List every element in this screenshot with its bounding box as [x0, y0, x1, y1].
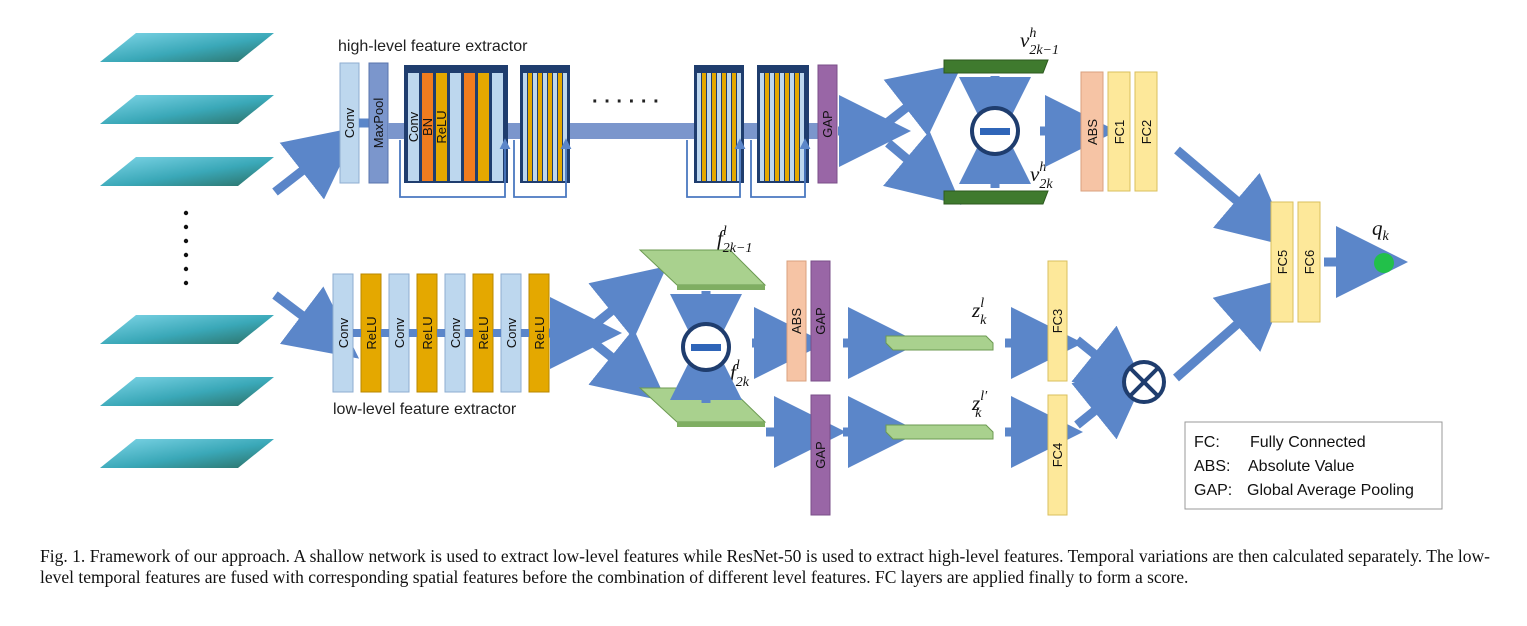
skip-connections — [399, 138, 811, 198]
residual-block — [694, 65, 744, 183]
rb-relu-label: ReLU — [434, 110, 449, 143]
low-conv-3-label: Conv — [448, 317, 463, 348]
arrow — [1173, 277, 1291, 382]
output-score-dot — [1374, 253, 1394, 273]
low-relu-2-label: ReLU — [420, 316, 435, 349]
gap-high-label: GAP — [820, 110, 835, 137]
feature-map-f2k-1-edge — [677, 285, 765, 290]
legend-value-abs: Absolute Value — [1248, 458, 1355, 475]
arrow — [1071, 325, 1151, 399]
arrow — [272, 126, 359, 200]
residual-block — [757, 65, 809, 183]
z-l-prime-label: zl′k — [971, 389, 988, 421]
fc4-label: FC4 — [1050, 443, 1065, 468]
fc2-label: FC2 — [1139, 120, 1154, 145]
high-level-title: high-level feature extractor — [338, 38, 528, 55]
low-conv-2-label: Conv — [392, 317, 407, 348]
horizontal-ellipsis: · · · · · · — [592, 91, 660, 113]
legend-value-gap: Global Average Pooling — [1247, 482, 1414, 499]
video-frame — [100, 33, 274, 62]
feature-vector-v2k — [943, 190, 1049, 205]
gap-low-spatial-label: GAP — [813, 441, 828, 468]
feature-vector-zl-prime — [885, 424, 994, 440]
feature-vector-v2k-1 — [943, 59, 1049, 74]
arrow — [1071, 366, 1151, 440]
fc5-label: FC5 — [1275, 250, 1290, 275]
rb-conv-label: Conv — [406, 111, 421, 142]
rb-bn-label: BN — [420, 118, 435, 136]
arrow — [588, 266, 668, 340]
arrow — [588, 328, 668, 402]
video-frame — [100, 439, 274, 468]
low-level-title: low-level feature extractor — [333, 401, 517, 418]
legend-key-abs: ABS: — [1194, 458, 1230, 475]
figure-caption: Fig. 1. Framework of our approach. A sha… — [40, 546, 1490, 587]
conv-block-label: Conv — [342, 107, 357, 138]
video-frame — [100, 315, 274, 344]
input-frames — [100, 33, 274, 468]
feature-map-f2k-edge — [677, 422, 765, 427]
low-relu-3-label: ReLU — [476, 316, 491, 349]
video-frame — [100, 95, 274, 124]
gap-low-temporal-label: GAP — [813, 307, 828, 334]
fc1-label: FC1 — [1112, 120, 1127, 145]
low-conv-4-label: Conv — [504, 317, 519, 348]
vertical-ellipsis — [183, 210, 189, 286]
arrow — [1174, 146, 1292, 247]
legend-value-fc: Fully Connected — [1250, 434, 1366, 451]
fc6-label: FC6 — [1302, 250, 1317, 275]
q-k-label: qk — [1372, 216, 1390, 244]
residual-block-expanded: Conv BN ReLU — [404, 65, 508, 183]
arrow — [883, 130, 962, 205]
abs-high-label: ABS — [1085, 119, 1100, 145]
low-relu-1-label: ReLU — [364, 316, 379, 349]
low-relu-4-label: ReLU — [532, 316, 547, 349]
legend: FC: Fully Connected ABS: Absolute Value … — [1184, 421, 1443, 510]
arrow — [272, 286, 360, 359]
low-conv-1-label: Conv — [336, 317, 351, 348]
arrow — [883, 63, 963, 137]
fc3-label: FC3 — [1050, 309, 1065, 334]
low-level-layers — [332, 273, 550, 393]
framework-diagram: high-level feature extractor Conv MaxPoo… — [100, 26, 1443, 516]
residual-block — [520, 65, 570, 183]
legend-key-fc: FC: — [1194, 434, 1220, 451]
legend-key-gap: GAP: — [1194, 482, 1232, 499]
abs-low-label: ABS — [789, 308, 804, 334]
video-frame — [100, 157, 274, 186]
video-frame — [100, 377, 274, 406]
feature-vector-zl — [885, 335, 994, 351]
maxpool-block-label: MaxPool — [371, 98, 386, 149]
